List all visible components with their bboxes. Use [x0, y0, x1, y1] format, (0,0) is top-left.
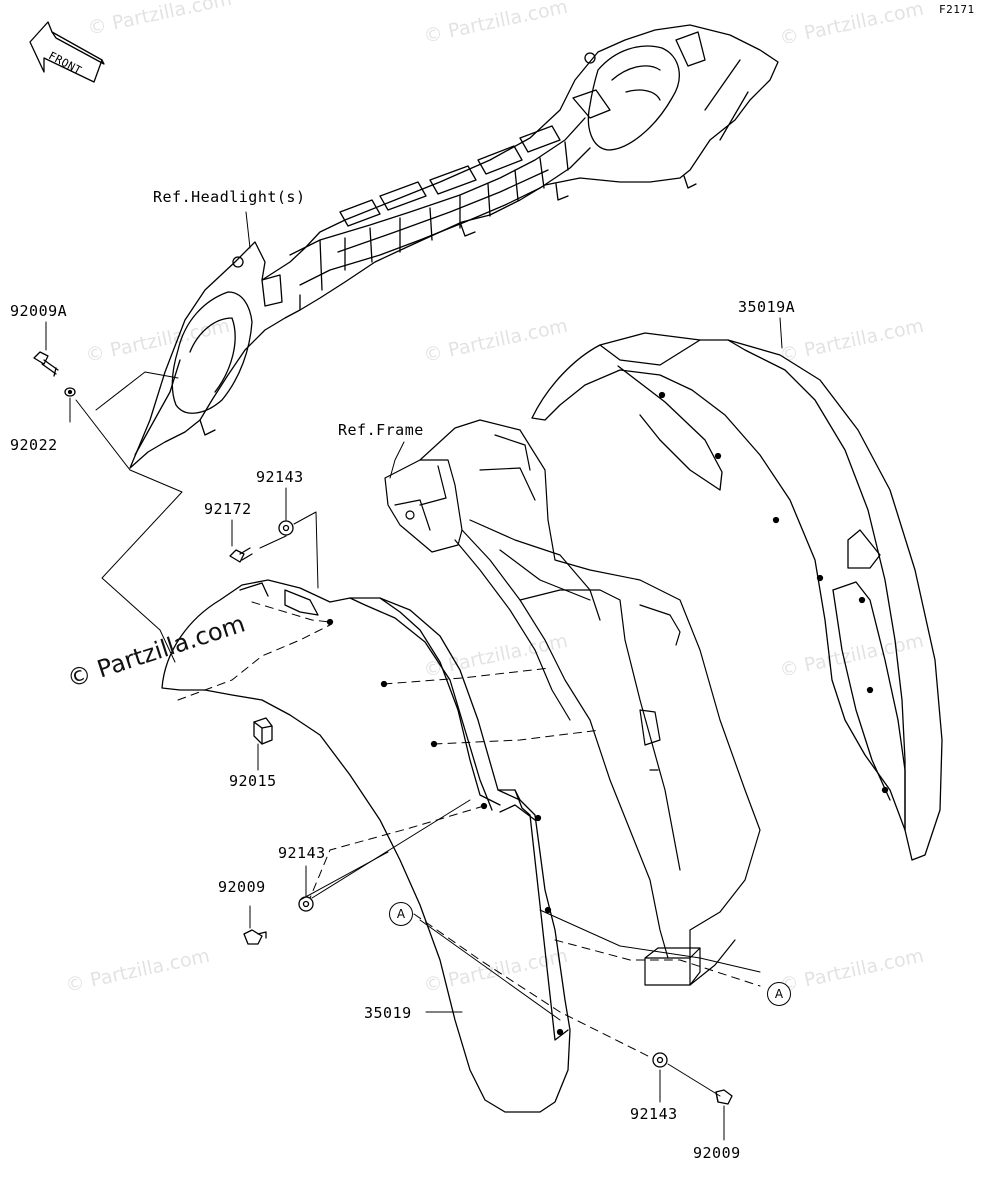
- clip-92015-icon: [253, 717, 273, 745]
- part-label-92172[interactable]: 92172: [204, 500, 252, 518]
- frame-reference-part: [384, 419, 761, 986]
- fastener-92172-icon: [229, 547, 253, 563]
- part-label-92143-mid[interactable]: 92143: [278, 844, 326, 862]
- washer-92143-bottom-icon: [652, 1052, 668, 1068]
- part-label-92015[interactable]: 92015: [229, 772, 277, 790]
- washer-92022-icon: [64, 387, 76, 397]
- headlight-cover-part: [129, 24, 779, 469]
- part-label-92022[interactable]: 92022: [10, 436, 58, 454]
- leader-lines: [45, 211, 783, 1141]
- headlight-reference-label: Ref.Headlight(s): [153, 188, 306, 206]
- frame-reference-label: Ref.Frame: [338, 421, 424, 439]
- fastener-92009-bottom-icon: [715, 1089, 733, 1105]
- dashed-assembly-lines: [177, 601, 761, 1059]
- part-label-92009-bottom[interactable]: 92009: [693, 1144, 741, 1162]
- fastener-92009-left-icon: [243, 929, 267, 945]
- part-label-35019[interactable]: 35019: [364, 1004, 412, 1022]
- washer-92143-top-icon: [278, 520, 294, 536]
- callout-a-right: A: [767, 982, 791, 1006]
- part-label-35019A[interactable]: 35019A: [738, 298, 796, 316]
- figure-code: F2171: [939, 3, 975, 16]
- part-label-92143-bottom[interactable]: 92143: [630, 1105, 678, 1123]
- callout-a-left: A: [389, 902, 413, 926]
- part-label-92143-top[interactable]: 92143: [256, 468, 304, 486]
- right-fender-35019A-part: [531, 332, 943, 861]
- front-arrow-icon: [29, 21, 105, 83]
- part-label-92009A[interactable]: 92009A: [10, 302, 68, 320]
- part-label-92009-left[interactable]: 92009: [218, 878, 266, 896]
- fastener-92009A-icon: [33, 351, 59, 377]
